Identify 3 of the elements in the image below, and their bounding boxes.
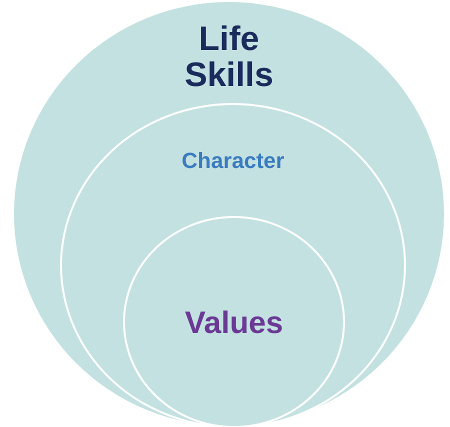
- circle-label: Values: [184, 307, 284, 340]
- circle-label: Character: [180, 149, 286, 172]
- circle-label: Life Skills: [184, 22, 274, 94]
